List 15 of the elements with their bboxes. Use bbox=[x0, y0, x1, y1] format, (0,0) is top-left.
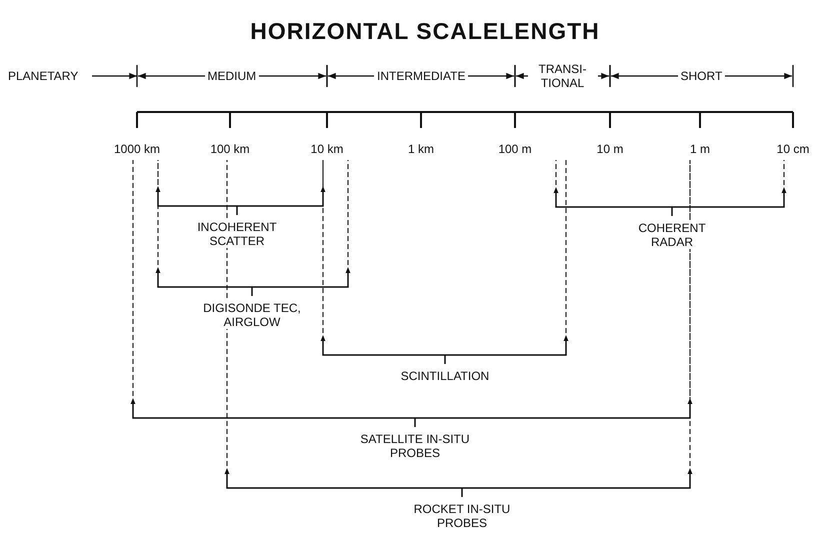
technique-label: DIGISONDE TEC, AIRGLOW bbox=[202, 301, 302, 329]
tick-label: 10 cm bbox=[776, 142, 810, 156]
tick-label: 10 km bbox=[310, 142, 344, 156]
tick-label: 100 m bbox=[497, 142, 533, 156]
tick-label: 10 m bbox=[596, 142, 624, 156]
tick-label: 1 m bbox=[688, 142, 711, 156]
regime-label: MEDIUM bbox=[204, 69, 260, 83]
regime-label: TRANSI-TIONAL bbox=[528, 62, 598, 90]
diagram-title: HORIZONTAL SCALELENGTH bbox=[249, 18, 601, 45]
regime-label: PLANETARY bbox=[8, 69, 78, 83]
regime-label: SHORT bbox=[678, 69, 726, 83]
tick-label: 1000 km bbox=[112, 142, 162, 156]
regime-label: INTERMEDIATE bbox=[374, 69, 468, 83]
tick-label: 100 km bbox=[209, 142, 251, 156]
tick-label: 1 km bbox=[406, 142, 435, 156]
